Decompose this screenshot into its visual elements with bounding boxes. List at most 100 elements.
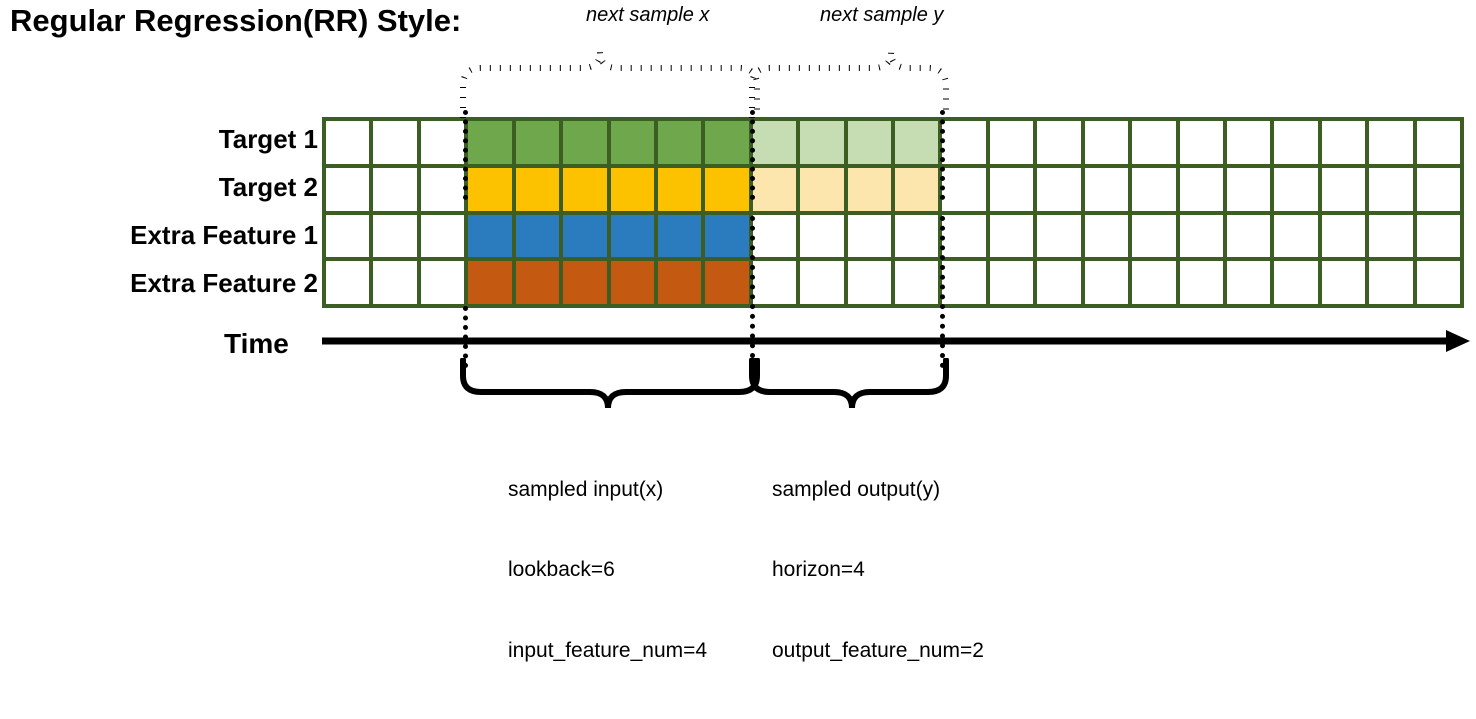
grid-cell <box>705 121 749 164</box>
grid-cell <box>326 261 370 304</box>
grid-cell <box>752 261 797 304</box>
brace-bottom-sampled-output <box>749 358 949 409</box>
annotation-sampled-input: sampled input(x) lookback=6 input_featur… <box>508 423 707 719</box>
grid-cell <box>563 261 607 304</box>
annotation-output-line-3: output_feature_num=2 <box>772 639 984 662</box>
grid-cell <box>1226 261 1271 304</box>
grid-cell <box>515 261 560 304</box>
row-label-target-2: Target 2 <box>218 172 318 202</box>
guide-input-start-lower <box>463 306 468 368</box>
row-label-extra-feature-1: Extra Feature 1 <box>130 220 318 250</box>
grid-cell <box>326 167 370 211</box>
grid-cell <box>657 214 702 258</box>
grid-cell <box>1179 121 1223 164</box>
grid-cell <box>847 214 891 258</box>
annotation-input-line-1: sampled input(x) <box>508 477 664 501</box>
grid-cell <box>515 121 560 164</box>
grid-cell <box>847 121 891 164</box>
page-title: Regular Regression(RR) Style: <box>10 3 462 38</box>
grid-cell <box>657 167 702 211</box>
grid-cell <box>1321 167 1366 211</box>
guide-input-end-lower <box>750 216 755 368</box>
grid-cell <box>1321 214 1366 258</box>
annotation-output-line-2: horizon=4 <box>772 558 865 582</box>
grid-cell <box>563 214 607 258</box>
grid-cell <box>1274 261 1318 304</box>
grid-cell <box>610 121 654 164</box>
grid-cell <box>1369 121 1413 164</box>
grid-cell <box>1274 214 1318 258</box>
grid-cell <box>1226 214 1271 258</box>
grid-cell <box>752 167 797 211</box>
grid-cell <box>1274 121 1318 164</box>
annotation-output-line-1: sampled output(y) <box>772 477 941 501</box>
grid-cell <box>515 167 560 211</box>
grid-cell <box>989 121 1034 164</box>
grid-cell <box>1132 261 1176 304</box>
annotation-input-line-2: lookback=6 <box>508 558 615 582</box>
grid-cell <box>373 261 417 304</box>
grid-cell <box>847 167 891 211</box>
grid-cell <box>705 261 749 304</box>
grid-cell <box>610 261 654 304</box>
grid-cell <box>895 167 939 211</box>
grid-cell <box>800 261 844 304</box>
guide-input-end-upper <box>750 110 755 200</box>
grid-cell <box>1084 214 1129 258</box>
grid-cell <box>895 261 939 304</box>
grid-cell <box>989 261 1034 304</box>
grid-cell <box>895 121 939 164</box>
grid-cell <box>326 214 370 258</box>
caption-next-sample-y: next sample y <box>820 4 944 26</box>
row-label-extra-feature-2: Extra Feature 2 <box>130 268 318 298</box>
grid-cell <box>1179 261 1223 304</box>
grid-cell <box>373 121 417 164</box>
caption-next-sample-x: next sample x <box>586 4 710 26</box>
row-label-target-1: Target 1 <box>218 124 318 154</box>
brace-top-next-sample-x <box>460 51 760 118</box>
grid-cell <box>1132 214 1176 258</box>
grid-cell <box>468 214 512 258</box>
grid-cell <box>1084 167 1129 211</box>
grid-cell <box>1084 261 1129 304</box>
grid-cell <box>657 121 702 164</box>
grid-cell <box>1321 121 1366 164</box>
grid-cell <box>1179 214 1223 258</box>
grid-cell <box>942 167 986 211</box>
grid-cell <box>1369 261 1413 304</box>
diagram-canvas: Regular Regression(RR) Style: Target 1 T… <box>10 3 1470 662</box>
grid-cell <box>1321 261 1366 304</box>
grid-cell <box>326 121 370 164</box>
grid-cell <box>752 214 797 258</box>
grid-cell <box>373 167 417 211</box>
brace-top-next-sample-y <box>749 51 949 118</box>
grid-cell <box>705 214 749 258</box>
grid-cell <box>468 167 512 211</box>
grid-cell <box>1037 167 1081 211</box>
grid-cell <box>752 121 797 164</box>
grid-cell <box>420 261 465 304</box>
grid-cell <box>420 167 465 211</box>
grid-cell <box>563 121 607 164</box>
grid-cell <box>515 214 560 258</box>
grid-cell <box>942 121 986 164</box>
timeline-grid <box>322 117 1464 308</box>
annotation-input-line-3: input_feature_num=4 <box>508 639 708 662</box>
grid-cell <box>1037 121 1081 164</box>
grid-cell <box>610 214 654 258</box>
grid-cell <box>1037 214 1081 258</box>
annotation-sampled-output: sampled output(y) horizon=4 output_featu… <box>772 423 984 719</box>
grid-cell <box>1037 261 1081 304</box>
time-axis-arrow <box>322 330 1470 352</box>
grid-cell <box>420 214 465 258</box>
grid-cell <box>705 167 749 211</box>
brace-bottom-sampled-input <box>460 358 760 409</box>
grid-cell <box>800 214 844 258</box>
grid-cell <box>1416 121 1460 164</box>
grid-cell <box>657 261 702 304</box>
grid-cell <box>1416 167 1460 211</box>
grid-cell <box>468 121 512 164</box>
grid-cell <box>1416 261 1460 304</box>
grid-cell <box>1274 167 1318 211</box>
grid-cell <box>800 167 844 211</box>
